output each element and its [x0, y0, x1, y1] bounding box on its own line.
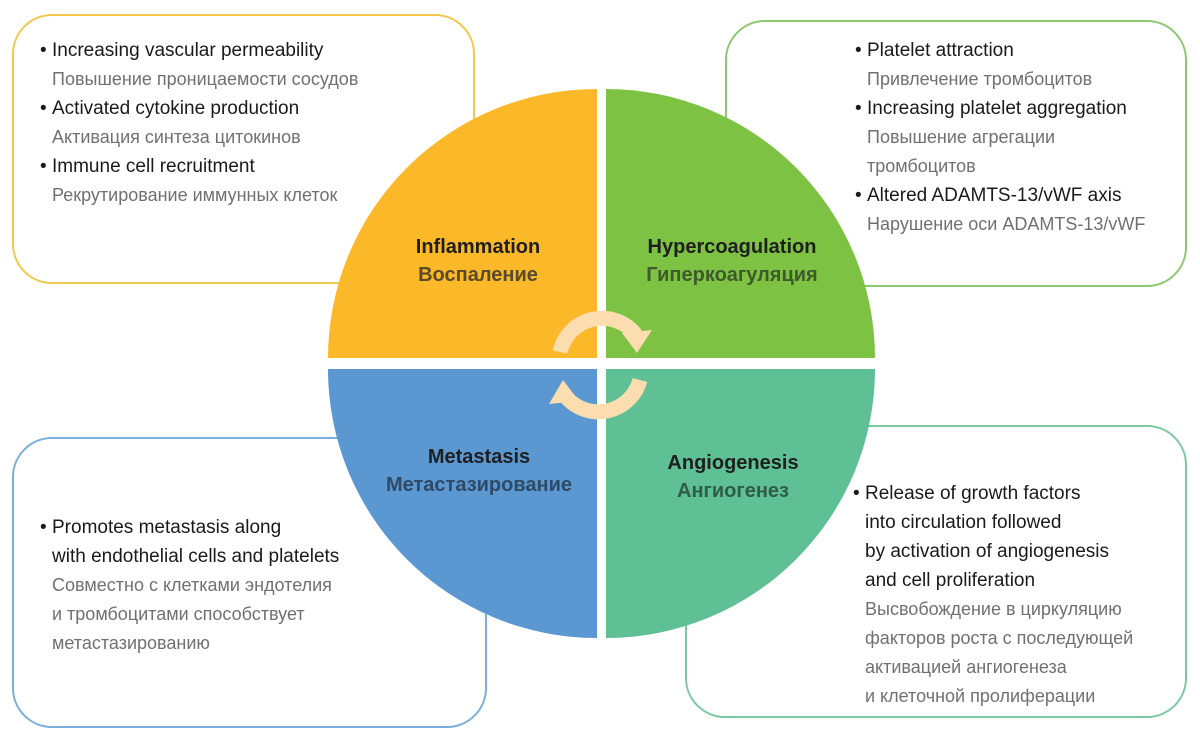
hypercoagulation-title-ru: Гиперкоагуляция: [646, 264, 818, 286]
angiogenesis-items: •Release of growth factors into circulati…: [853, 479, 1133, 711]
list-item: •Release of growth factors into circulati…: [853, 479, 1133, 711]
metastasis-title-ru: Метастазирование: [385, 474, 573, 496]
item-text-ru: и тромбоцитами способствует: [52, 604, 305, 624]
inflammation-title-ru: Воспаление: [418, 264, 538, 286]
bullet-icon: •: [855, 40, 862, 61]
bullet-icon: •: [40, 40, 47, 61]
bullet-icon: •: [40, 98, 47, 119]
inflammation-title-en: Inflammation: [415, 236, 541, 258]
bullet-icon: •: [40, 156, 47, 177]
metastasis-quadrant: [328, 369, 597, 638]
item-text-ru: Активация синтеза цитокинов: [52, 127, 301, 147]
inflammation-quadrant: [328, 89, 597, 358]
item-text-en: •Release of growth factors: [853, 479, 1133, 508]
item-text-ru: Нарушение оси ADAMTS-13/vWF: [867, 214, 1146, 234]
angiogenesis-title: Angiogenesis Ангиогенез: [667, 449, 798, 505]
item-text-ru: Повышение агрегации: [867, 127, 1056, 147]
item-text-ru: Высвобождение в циркуляцию: [865, 599, 1122, 619]
item-text-en: •Platelet attraction: [855, 36, 1145, 65]
item-text-ru: Повышение проницаемости сосудов: [52, 69, 359, 89]
item-text-en: •Promotes metastasis along: [40, 513, 339, 542]
item-text-en: by activation of angiogenesis: [865, 541, 1109, 562]
item-text-en: •Increasing vascular permeability: [40, 36, 358, 65]
item-text-en: •Altered ADAMTS-13/vWF axis: [855, 181, 1145, 210]
angiogenesis-title-ru: Ангиогенез: [677, 480, 789, 502]
metastasis-items: •Promotes metastasis along with endotheli…: [40, 513, 339, 658]
item-text-en: with endothelial cells and platelets: [52, 546, 340, 567]
metastasis-title: Metastasis Метастазирование: [386, 443, 572, 499]
item-text-ru: факторов роста с последующей: [865, 628, 1134, 648]
angiogenesis-title-en: Angiogenesis: [667, 452, 799, 474]
bullet-icon: •: [853, 483, 860, 504]
item-text-ru: метастазированию: [52, 633, 210, 653]
item-text-ru: Привлечение тромбоцитов: [867, 69, 1093, 89]
item-text-ru: тромбоцитов: [867, 156, 976, 176]
item-text-en: into circulation followed: [865, 512, 1062, 533]
item-text-ru: Рекрутирование иммунных клеток: [52, 185, 338, 205]
item-text-en: •Activated cytokine production: [40, 94, 358, 123]
hypercoagulation-quadrant: [606, 89, 875, 358]
list-item: •Promotes metastasis along with endotheli…: [40, 513, 339, 658]
hypercoagulation-title-en: Hypercoagulation: [647, 236, 817, 258]
item-text-ru: активацией ангиогенеза: [865, 657, 1067, 677]
metastasis-title-en: Metastasis: [427, 446, 531, 468]
item-text-ru: Совместно с клетками эндотелия: [52, 575, 332, 595]
hypercoagulation-title: Hypercoagulation Гиперкоагуляция: [646, 233, 817, 289]
bullet-icon: •: [40, 517, 47, 538]
bullet-icon: •: [855, 185, 862, 206]
item-text-en: •Immune cell recruitment: [40, 152, 358, 181]
item-text-en: •Increasing platelet aggregation: [855, 94, 1145, 123]
bullet-icon: •: [855, 98, 862, 119]
cycle-arrow-upper-icon: [552, 310, 652, 354]
item-text-en: and cell proliferation: [865, 570, 1036, 591]
item-text-ru: и клеточной пролиферации: [865, 686, 1096, 706]
angiogenesis-quadrant: [606, 369, 875, 638]
cycle-arrow-lower-icon: [549, 377, 648, 420]
inflammation-title: Inflammation Воспаление: [416, 233, 540, 289]
